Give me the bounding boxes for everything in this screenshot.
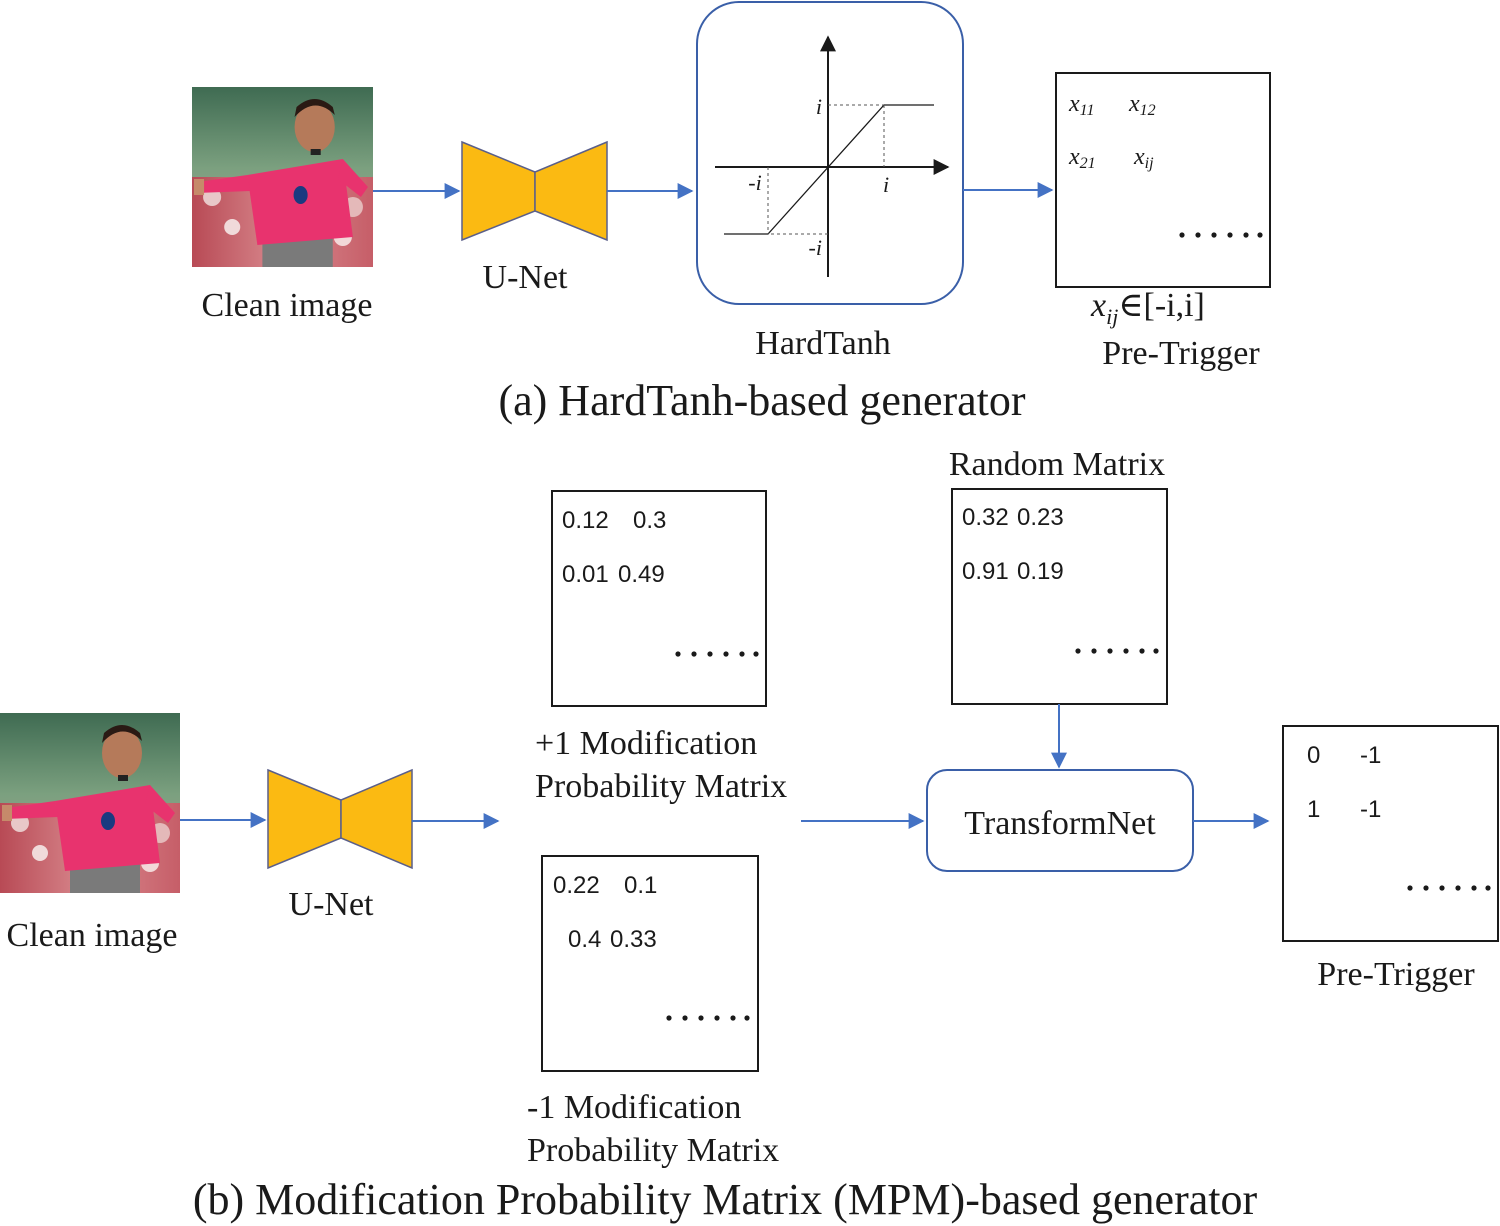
minus-mpm-label-2: Probability Matrix bbox=[527, 1132, 779, 1169]
matrix-cell-x12: x12 bbox=[1128, 91, 1156, 119]
mpm-plus-cell-1-2: 0.3 bbox=[633, 507, 666, 534]
output-cell-2-2: -1 bbox=[1360, 796, 1381, 823]
range-label: xij∈[-i,i] bbox=[1090, 287, 1205, 329]
minus-one-mpm-matrix: 0.22 0.1 0.4 0.33 bbox=[541, 855, 759, 1072]
unet-label-a: U-Net bbox=[483, 259, 569, 296]
unet-icon-a bbox=[461, 140, 608, 242]
mpm-plus-cell-2-2: 0.49 bbox=[618, 561, 665, 588]
panel-b: Clean image U-Net 0.12 0.3 0.01 0.49 +1 … bbox=[0, 446, 1499, 1224]
pre-trigger-label-a: Pre-Trigger bbox=[1102, 335, 1260, 372]
random-cell-1-1: 0.32 bbox=[962, 504, 1009, 531]
matrix-cell-xij: xij bbox=[1133, 144, 1154, 172]
transformnet-box: TransformNet bbox=[926, 769, 1194, 872]
transformnet-label: TransformNet bbox=[964, 805, 1156, 842]
random-cell-2-1: 0.91 bbox=[962, 558, 1009, 585]
plus-mpm-label-2: Probability Matrix bbox=[535, 768, 787, 805]
plus-one-mpm-matrix: 0.12 0.3 0.01 0.49 bbox=[551, 490, 767, 707]
random-cell-1-2: 0.23 bbox=[1017, 504, 1064, 531]
ellipsis-dots bbox=[1179, 232, 1263, 238]
unet-label-b: U-Net bbox=[289, 886, 375, 923]
panel-a: Clean image U-Net i i -i -i HardTanh x1 bbox=[192, 1, 1271, 425]
pre-trigger-matrix-b: 0 -1 1 -1 bbox=[1282, 725, 1499, 942]
mpm-plus-cell-2-1: 0.01 bbox=[562, 561, 609, 588]
ellipsis-dots bbox=[666, 1015, 750, 1021]
output-cell-1-1: 0 bbox=[1307, 742, 1320, 769]
random-matrix: 0.32 0.23 0.91 0.19 bbox=[951, 488, 1168, 705]
tick-i-x: i bbox=[883, 172, 889, 197]
clean-image-b bbox=[0, 713, 180, 893]
mpm-plus-cell-1-1: 0.12 bbox=[562, 507, 609, 534]
pre-trigger-matrix-a: x11 x12 x21 xij bbox=[1055, 72, 1271, 288]
hardtanh-label: HardTanh bbox=[755, 325, 890, 362]
clean-image-label-a: Clean image bbox=[202, 287, 373, 324]
mpm-minus-cell-1-1: 0.22 bbox=[553, 872, 600, 899]
output-cell-1-2: -1 bbox=[1360, 742, 1381, 769]
mpm-minus-cell-2-2: 0.33 bbox=[610, 926, 657, 953]
clean-image-a bbox=[192, 87, 373, 267]
caption-b: (b) Modification Probability Matrix (MPM… bbox=[193, 1175, 1258, 1224]
unet-icon-b bbox=[267, 768, 413, 870]
matrix-cell-x21: x21 bbox=[1068, 144, 1096, 172]
clean-image-label-b: Clean image bbox=[7, 917, 178, 954]
pre-trigger-label-b: Pre-Trigger bbox=[1317, 956, 1475, 993]
random-matrix-title: Random Matrix bbox=[949, 446, 1165, 483]
tick-neg-i-x: -i bbox=[748, 170, 761, 195]
mpm-minus-cell-2-1: 0.4 bbox=[568, 926, 601, 953]
ellipsis-dots bbox=[1407, 885, 1491, 891]
mpm-minus-cell-1-2: 0.1 bbox=[624, 872, 657, 899]
ellipsis-dots bbox=[1075, 648, 1159, 654]
minus-mpm-label-1: -1 Modification bbox=[527, 1089, 741, 1126]
hardtanh-curve bbox=[724, 104, 934, 235]
hardtanh-box: i i -i -i bbox=[696, 1, 964, 305]
tick-i-y: i bbox=[816, 94, 822, 119]
caption-a: (a) HardTanh-based generator bbox=[498, 376, 1025, 425]
matrix-cell-x11: x11 bbox=[1068, 91, 1094, 119]
tick-neg-i-y: -i bbox=[809, 235, 822, 260]
ellipsis-dots bbox=[675, 651, 759, 657]
output-cell-2-1: 1 bbox=[1307, 796, 1320, 823]
random-cell-2-2: 0.19 bbox=[1017, 558, 1064, 585]
plus-mpm-label-1: +1 Modification bbox=[535, 725, 757, 762]
